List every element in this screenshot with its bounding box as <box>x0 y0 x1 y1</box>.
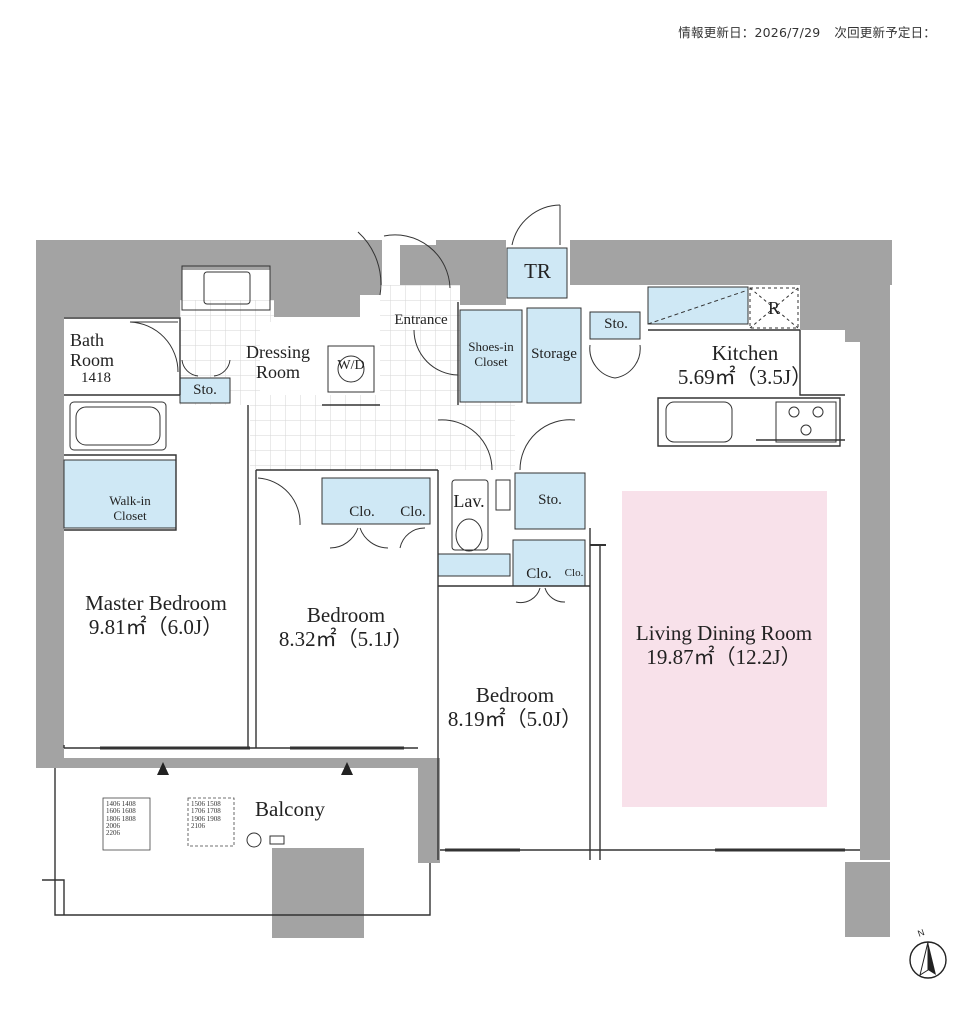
clo-label-4: Clo. <box>564 567 584 579</box>
bed1-name: Bedroom <box>306 603 386 627</box>
drain-icon <box>246 832 262 848</box>
fixtures <box>69 265 845 852</box>
wd-label: W/D <box>337 358 365 373</box>
window-arrow-icon <box>157 762 169 775</box>
unit-box-2 <box>187 797 235 847</box>
exterior-walls <box>36 240 892 938</box>
unit-numbers-1: 1406 1408 1606 1608 1806 1808 2006 2206 <box>106 800 136 838</box>
living-dining-label: Living Dining Room 19.87㎡（12.2J） <box>606 621 842 669</box>
bath-room-label: Bath Room 1418 <box>70 330 138 387</box>
kitchen-area: 5.69㎡（3.5J） <box>677 364 813 389</box>
bedroom-1-label: Bedroom 8.32㎡（5.1J） <box>256 603 436 651</box>
bedroom-2-label: Bedroom 8.19㎡（5.0J） <box>440 683 590 731</box>
unit-1-row: 2006 <box>106 822 120 831</box>
balcony-label: Balcony <box>255 797 325 821</box>
bath-line3: 1418 <box>81 370 111 387</box>
sink-icon <box>665 401 733 443</box>
unit-1-row: 1606 1608 <box>106 807 136 816</box>
bed2-area: 8.19㎡（5.0J） <box>447 706 583 731</box>
master-name: Master Bedroom <box>85 591 227 615</box>
living-area: 19.87㎡（12.2J） <box>646 644 802 669</box>
dressing-line2: Room <box>255 362 300 383</box>
washer-icon <box>327 345 375 393</box>
bed1-area: 8.32㎡（5.1J） <box>278 626 414 651</box>
stove-icon <box>775 401 837 443</box>
toilet-icon <box>451 479 489 551</box>
unit-2-row: 1506 1508 <box>191 800 221 808</box>
dressing-room-label: Dressing Room <box>228 342 328 382</box>
walkin-line1: Walk-in <box>109 493 151 508</box>
tiled-floor <box>180 285 515 470</box>
shoes-line2: Closet <box>474 353 508 369</box>
compass-icon <box>909 941 947 979</box>
sto-kitchen-label: Sto. <box>604 316 628 332</box>
shoes-closet-label: Shoes-in Closet <box>458 339 524 369</box>
window-arrow-icon <box>341 762 353 775</box>
unit-1-row: 1406 1408 <box>106 800 136 808</box>
living-name: Living Dining Room <box>635 621 813 645</box>
fridge-icon <box>749 287 799 329</box>
walkin-closet-label: Walk-in Closet <box>90 493 170 523</box>
storage-label: Storage <box>531 346 577 362</box>
shoes-line1: Shoes-in <box>468 339 514 354</box>
dressing-line1: Dressing <box>246 342 310 362</box>
walkin-line2: Closet <box>113 507 147 523</box>
clo-label-2: Clo. <box>400 504 426 520</box>
unit-2-row: 2106 <box>191 822 205 831</box>
closets <box>63 247 749 587</box>
master-bedroom-label: Master Bedroom 9.81㎡（6.0J） <box>64 591 248 639</box>
unit-numbers-2: 1506 1508 1706 1708 1906 1908 2106 <box>191 800 221 831</box>
tr-label: TR <box>524 259 551 283</box>
unit-1-row: 2206 <box>106 829 120 838</box>
update-info: 情報更新日：2026/7/29 次回更新予定日： <box>664 22 936 41</box>
lav-label: Lav. <box>453 491 485 511</box>
bath-line1: Bath <box>70 330 104 350</box>
bathtub-icon <box>69 401 167 451</box>
kitchen-label: Kitchen 5.69㎡（3.5J） <box>650 341 840 389</box>
sto-hall-label: Sto. <box>538 492 562 508</box>
bath-line2: Room <box>70 350 115 371</box>
doors <box>129 204 641 604</box>
unit-2-row: 1906 1908 <box>191 814 221 823</box>
unit-1-row: 1806 1808 <box>106 814 136 823</box>
living-room-highlight <box>622 491 827 807</box>
sto-bath-label: Sto. <box>193 382 217 398</box>
kitchen-name: Kitchen <box>711 341 779 365</box>
bed2-name: Bedroom <box>475 683 555 707</box>
clo-label-1: Clo. <box>349 504 375 520</box>
updated-date: 情報更新日：2026/7/29 <box>678 25 821 40</box>
fridge-label: R <box>767 298 780 318</box>
washbasin-icon <box>181 265 271 311</box>
next-update-date: 次回更新予定日： <box>834 25 936 40</box>
entrance-label: Entrance <box>394 312 448 328</box>
unit-box-1 <box>102 797 151 851</box>
unit-2-row: 1706 1708 <box>191 807 221 816</box>
clo-label-3: Clo. <box>526 566 552 582</box>
master-area: 9.81㎡（6.0J） <box>88 614 224 639</box>
